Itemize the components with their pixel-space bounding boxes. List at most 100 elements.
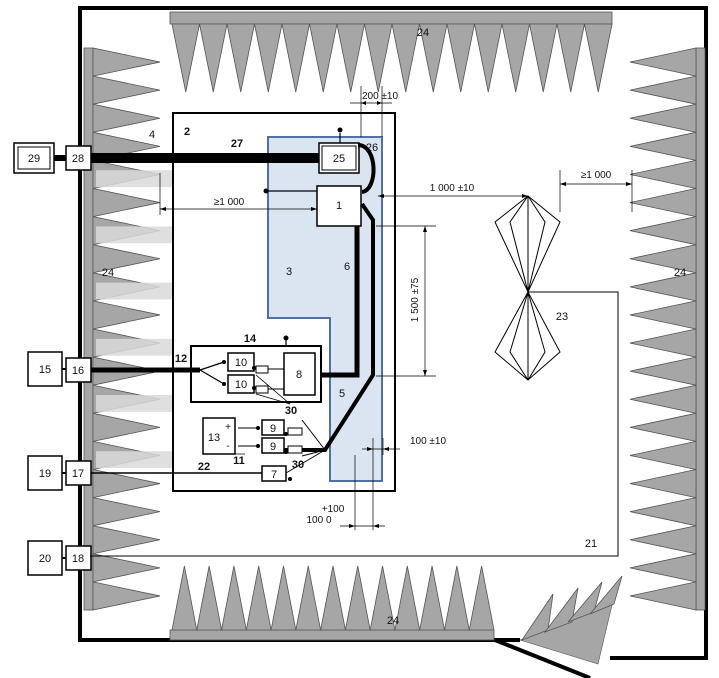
absorber-cone [196,565,223,631]
label-10-upper: 10 [235,357,247,369]
absorber-cone [320,565,346,631]
label-19: 19 [39,468,51,480]
absorber-shadow [96,282,173,300]
battery-13 [202,417,236,455]
box-25 [318,142,360,174]
top-absorbers [169,11,613,93]
absorber-cone [468,565,495,631]
label-22: 22 [198,461,210,473]
box-17 [65,460,92,486]
absorber-cone [92,581,161,611]
absorber-cone [281,23,310,93]
label-18: 18 [72,553,84,565]
box-29-inner [17,146,51,170]
absorber-cone [629,131,697,161]
absorber-base [695,47,706,611]
absorber-cone [629,216,697,246]
label-24-right: 24 [674,267,686,279]
absorber-cone [446,23,475,93]
label-24-bottom: 24 [387,615,399,627]
box-18 [65,545,92,571]
label-7: 7 [271,469,277,481]
dim-1500: 1 500 ±75 [410,277,421,322]
dim-100-plus: +100 [322,504,345,515]
absorber-cone [92,412,161,442]
label-1: 1 [336,200,342,212]
absorber-cone [629,103,697,133]
box-16 [65,357,92,383]
label-17: 17 [72,468,84,480]
label-25: 25 [333,153,345,165]
absorber-cone [629,244,697,274]
label-12: 12 [175,353,187,365]
chamber-wall [78,6,708,660]
left-absorbers [83,47,173,611]
bottom-absorbers [169,565,495,641]
label-10-lower: 10 [235,379,247,391]
dim-100-right: 100 ±10 [410,436,447,447]
absorber-cone [171,23,200,93]
box-10-upper [227,352,255,372]
absorber-cone [92,525,161,555]
absorber-cone [629,188,697,218]
absorber-cone [336,23,365,93]
label-20: 20 [39,553,51,565]
label-24-top: 24 [417,27,429,39]
label-16: 16 [72,365,84,377]
label-5: 5 [339,388,345,400]
label-21: 21 [585,538,597,550]
label-8: 8 [296,369,302,381]
absorber-cone [629,469,697,499]
absorber-cone [92,103,161,133]
box-9-lower [261,437,285,454]
chamber-door-edge [494,638,591,678]
cable-6 [315,226,360,378]
absorber-cone [419,565,445,631]
absorber-cone [629,159,697,189]
label-3: 3 [286,266,292,278]
absorber-cone [394,565,421,631]
absorber-cone [226,23,255,93]
label-9-upper: 9 [270,423,276,435]
absorber-cone [92,469,161,499]
absorber-cone [295,565,322,631]
absorber-cone [309,23,338,93]
box-7 [261,465,287,482]
label-2: 2 [184,126,190,138]
label-4: 4 [149,129,155,141]
label-plus: + [225,422,231,433]
absorber-cone [474,23,503,93]
absorber-cone [629,497,697,527]
label-11: 11 [233,455,245,467]
absorber-cone [629,75,697,105]
absorber-cone [221,565,247,631]
absorber-base [169,11,613,25]
dim-100-zero: 100 0 [306,515,331,526]
absorber-cone [92,497,161,527]
label-30-upper: 30 [285,405,297,417]
label-29: 29 [28,153,40,165]
absorber-base [169,629,495,641]
absorber-cone [501,23,530,93]
label-23: 23 [556,311,568,323]
absorber-cone [629,300,697,330]
absorber-cone [369,565,396,631]
absorber-cone [584,23,613,93]
absorber-cone [364,23,393,93]
absorber-shadow [96,170,173,188]
absorber-shadow [96,226,173,244]
absorber-cone [629,440,697,470]
dim-1000-center: 1 000 ±10 [430,183,475,194]
dimension-lines [159,86,633,530]
label-30-lower: 30 [292,459,304,471]
label-24-left: 24 [102,267,114,279]
box-8 [283,352,316,396]
absorber-cone [199,23,228,93]
box-1 [316,185,362,227]
absorber-cone [629,328,697,358]
label-15: 15 [39,364,51,376]
absorber-cone [629,272,697,302]
absorber-cone [629,47,697,77]
absorber-cone [529,23,558,93]
label-6: 6 [344,261,350,273]
